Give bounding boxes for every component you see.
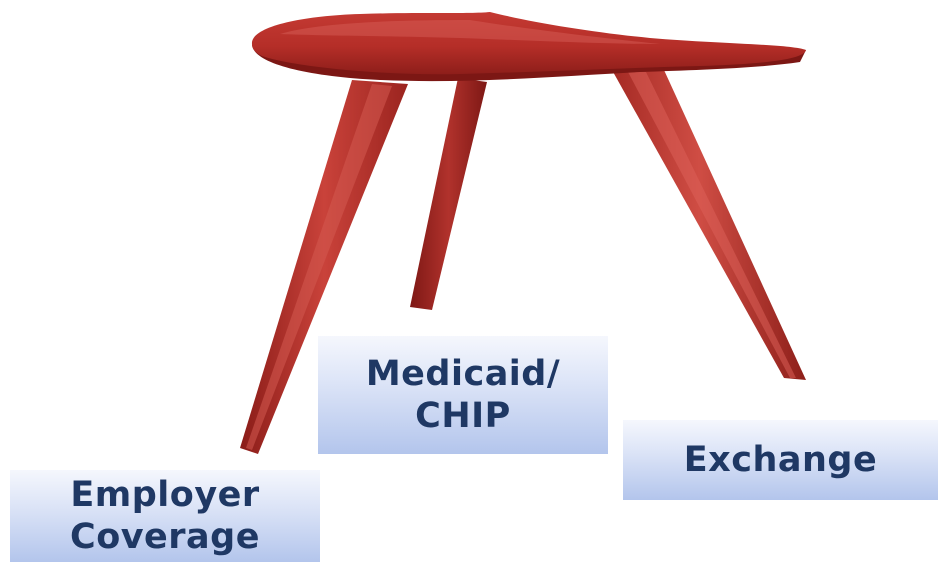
exchange-label-line1: Exchange — [683, 440, 878, 480]
stool-seat-sheen — [280, 20, 660, 44]
stool-back-leg — [410, 78, 487, 310]
medicaid-label-line1: Medicaid/ — [365, 354, 561, 394]
employer-coverage-label: Employer Coverage — [10, 470, 320, 562]
employer-label-line2: Coverage — [70, 517, 260, 557]
stool-right-leg-highlight — [628, 72, 796, 378]
medicaid-chip-label: Medicaid/ CHIP — [318, 336, 608, 454]
employer-label-line1: Employer — [70, 475, 260, 515]
stool-left-leg-highlight — [246, 84, 392, 450]
medicaid-label-line2: CHIP — [415, 396, 511, 436]
exchange-label: Exchange — [623, 420, 938, 500]
stool-seat-top — [251, 12, 806, 75]
